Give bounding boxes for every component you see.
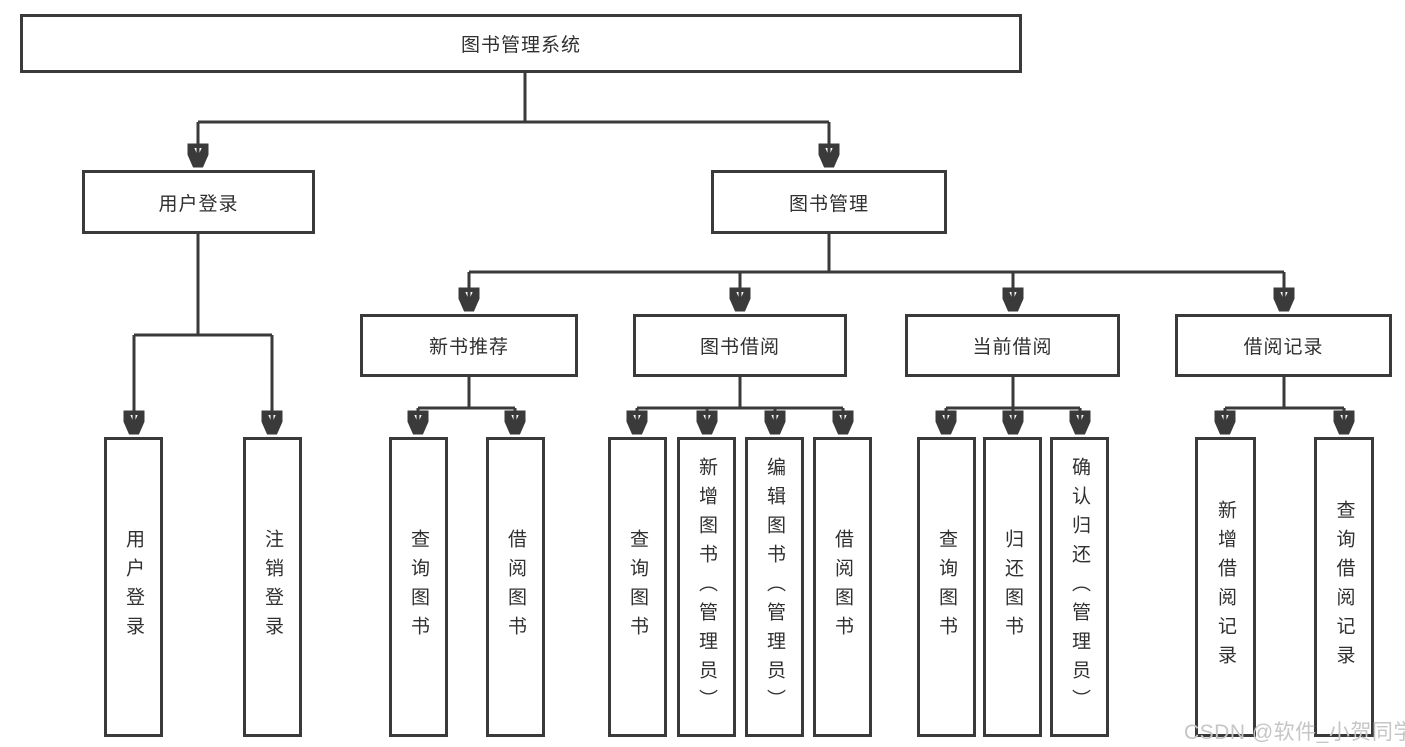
leaf-label: 查询图书 bbox=[627, 529, 648, 645]
leaf-label: 查询图书 bbox=[408, 529, 429, 645]
leaf-confirm-return-admin: 确认归还（管理员） bbox=[1050, 437, 1109, 737]
leaf-logout: 注销登录 bbox=[243, 437, 302, 737]
node-new-book-recommendation: 新书推荐 bbox=[360, 314, 578, 377]
connector-book-borrow-branch bbox=[637, 377, 843, 433]
leaf-query-books-recommend: 查询图书 bbox=[389, 437, 448, 737]
connector-root-to-level2 bbox=[198, 73, 829, 166]
leaf-user-login: 用户登录 bbox=[104, 437, 163, 737]
leaf-label: 查询图书 bbox=[936, 529, 957, 645]
leaf-label: 查询借阅记录 bbox=[1333, 500, 1355, 674]
node-label: 新书推荐 bbox=[428, 337, 509, 358]
leaf-edit-books-admin: 编辑图书（管理员） bbox=[745, 437, 804, 737]
leaf-add-books-admin: 新增图书（管理员） bbox=[677, 437, 736, 737]
node-book-borrowing: 图书借阅 bbox=[633, 314, 847, 377]
leaf-label: 注销登录 bbox=[262, 529, 283, 645]
leaf-query-books-current: 查询图书 bbox=[917, 437, 976, 737]
leaf-label: 编辑图书（管理员） bbox=[764, 456, 785, 718]
node-label: 图书借阅 bbox=[699, 337, 780, 358]
leaf-query-books-borrow: 查询图书 bbox=[608, 437, 667, 737]
leaf-borrow-books-recommend: 借阅图书 bbox=[486, 437, 545, 737]
leaf-query-borrow-record: 查询借阅记录 bbox=[1314, 437, 1374, 737]
connector-user-login-branch bbox=[134, 234, 272, 433]
leaf-return-books: 归还图书 bbox=[983, 437, 1042, 737]
connector-borrow-records-branch bbox=[1225, 377, 1344, 433]
node-library-management-system: 图书管理系统 bbox=[20, 14, 1022, 73]
node-label: 图书管理系统 bbox=[460, 35, 581, 56]
node-current-borrowing: 当前借阅 bbox=[905, 314, 1120, 377]
node-label: 图书管理 bbox=[788, 193, 869, 215]
leaf-label: 新增借阅记录 bbox=[1215, 500, 1236, 674]
node-borrowing-records: 借阅记录 bbox=[1175, 314, 1392, 377]
node-book-management: 图书管理 bbox=[711, 170, 947, 234]
node-label: 用户登录 bbox=[158, 193, 239, 215]
leaf-add-borrow-record: 新增借阅记录 bbox=[1195, 437, 1256, 737]
leaf-label: 新增图书（管理员） bbox=[696, 456, 717, 718]
leaf-label: 确认归还（管理员） bbox=[1069, 456, 1090, 718]
leaf-label: 归还图书 bbox=[1002, 529, 1023, 645]
csdn-watermark: CSDN @软件_小贺同学 bbox=[1184, 721, 1405, 744]
leaf-label: 借阅图书 bbox=[832, 529, 853, 645]
leaf-label: 借阅图书 bbox=[505, 529, 526, 645]
connector-new-book-branch bbox=[418, 377, 515, 433]
connector-book-management-branch bbox=[469, 234, 1284, 310]
leaf-label: 用户登录 bbox=[123, 529, 144, 645]
connector-current-borrow-branch bbox=[946, 377, 1080, 433]
node-label: 当前借阅 bbox=[972, 337, 1053, 358]
leaf-borrow-books: 借阅图书 bbox=[813, 437, 872, 737]
node-user-login: 用户登录 bbox=[82, 170, 315, 234]
node-label: 借阅记录 bbox=[1243, 337, 1324, 358]
